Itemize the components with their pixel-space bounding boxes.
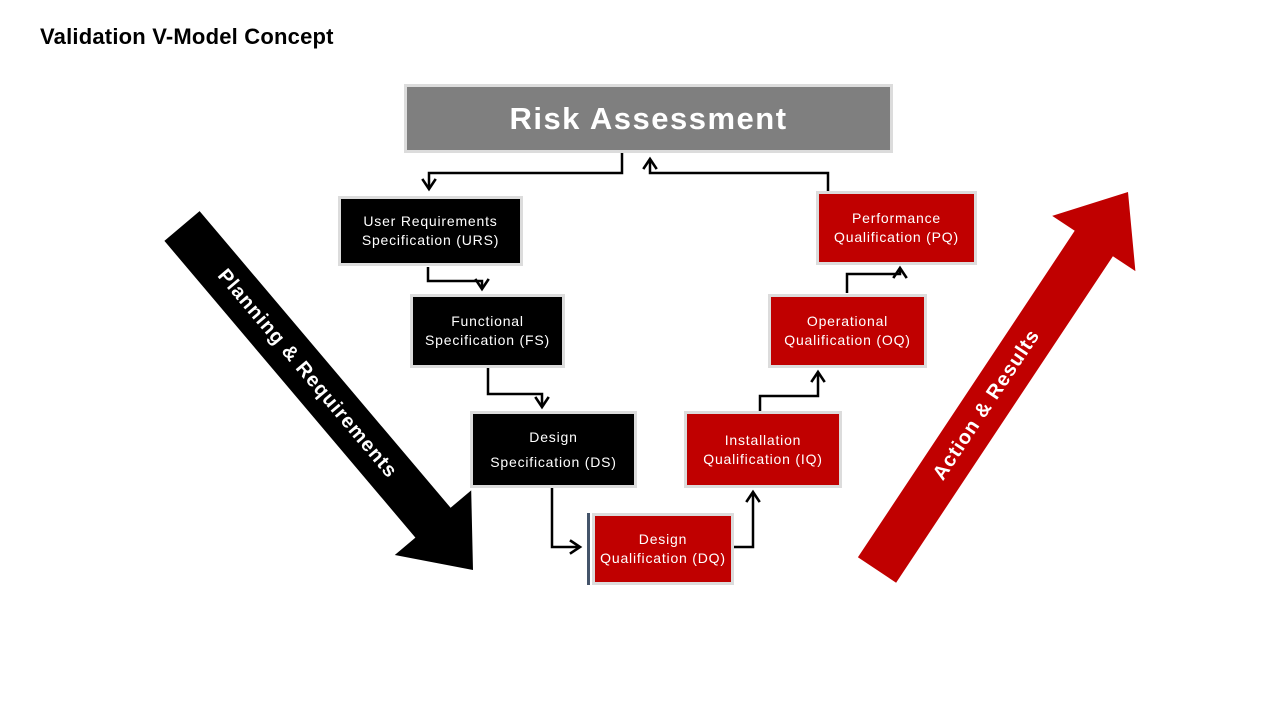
risk-assessment-label: Risk Assessment (509, 100, 788, 136)
risk-assessment-box: Risk Assessment (404, 84, 893, 153)
pq-label-line1: Performance (852, 210, 941, 227)
oq-label-line2: Qualification (OQ) (784, 332, 911, 348)
ds-label-line2: Specification (DS) (490, 453, 617, 470)
oq-label-line1: Operational (806, 313, 889, 330)
fs-label-line2: Specification (FS) (425, 332, 550, 348)
oq-box: Operational Qualification (OQ) (768, 294, 927, 368)
urs-label-line2: Specification (URS) (361, 232, 500, 248)
pq-box: Performance Qualification (PQ) (816, 191, 977, 265)
connector-pq-to-risk (642, 156, 830, 191)
fs-label-line1: Functional (451, 313, 524, 330)
planning-requirements-arrow (164, 211, 473, 570)
connector-iq-to-oq (758, 369, 826, 412)
iq-box: Installation Qualification (IQ) (684, 411, 842, 488)
ds-label-line1: Design (529, 428, 578, 445)
iq-label-line1: Installation (724, 431, 802, 448)
urs-label-line1: User Requirements (363, 213, 498, 230)
connector-dq-to-iq (734, 489, 761, 549)
dq-label-line2: Qualification (DQ) (600, 550, 726, 566)
fs-box: Functional Specification (FS) (410, 294, 565, 368)
ds-box: Design Specification (DS) (470, 411, 637, 488)
connector-ds-to-dq (550, 488, 583, 555)
page-title: Validation V-Model Concept (40, 24, 334, 49)
pq-label-line2: Qualification (PQ) (834, 229, 959, 245)
urs-box: User Requirements Specification (URS) (338, 196, 523, 266)
connector-risk-to-urs (421, 153, 624, 192)
dq-label-line1: Design (638, 531, 688, 548)
action-results-arrow (857, 192, 1136, 583)
iq-label-line2: Qualification (IQ) (703, 450, 823, 467)
dq-box: Design Qualification (DQ) (592, 513, 734, 585)
connector-fs-to-ds (486, 368, 550, 410)
connector-oq-to-pq (845, 265, 908, 293)
dq-accent-bar (587, 513, 590, 585)
connector-urs-to-fs (426, 267, 490, 292)
